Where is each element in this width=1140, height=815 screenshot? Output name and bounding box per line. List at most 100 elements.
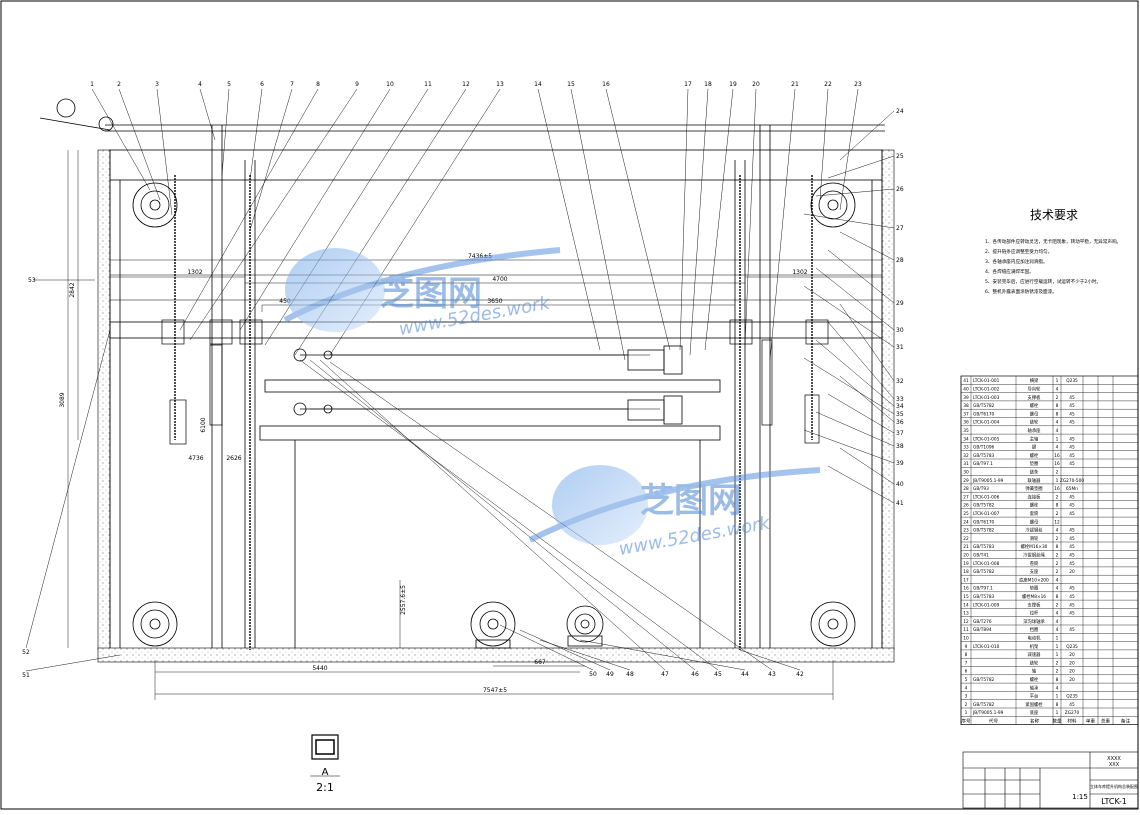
part-number: 4 [198, 81, 202, 88]
bom-cell: 2 [1056, 569, 1059, 575]
bom-cell: 16 [963, 586, 969, 592]
bom-cell: Q235 [1066, 644, 1078, 650]
part-number: 7 [290, 81, 294, 88]
part-number: 3 [155, 81, 159, 88]
bom-cell: 45 [1069, 445, 1075, 451]
part-number: 35 [896, 411, 904, 418]
bearing-brackets [161, 319, 829, 445]
bom-cell: 18 [963, 569, 969, 575]
bom-header-cell: 代号 [989, 717, 999, 724]
bom-cell: 垫圈 [1030, 460, 1039, 467]
bom-cell: 1 [1056, 636, 1059, 642]
bom-cell: 45 [1069, 536, 1075, 542]
part-number: 5 [227, 81, 231, 88]
part-number: 50 [589, 671, 597, 678]
bom-cell: 轴承 [1030, 684, 1039, 691]
bom-cell: 11 [963, 627, 969, 633]
bom-cell: 支撑板 [1028, 394, 1042, 401]
part-number: 23 [854, 81, 862, 88]
bom-cell: 45 [1069, 627, 1075, 633]
bom-cell: 4 [1056, 528, 1059, 534]
part-number: 17 [684, 81, 692, 88]
bom-cell: 螺栓 [1030, 676, 1039, 683]
bom-cell: 8 [1056, 403, 1059, 409]
lift-chains [174, 175, 813, 650]
svg-text:立体车库提升机构总装配图: 立体车库提升机构总装配图 [1090, 783, 1138, 789]
section-detail-a: A 2:1 [310, 734, 340, 794]
bom-header-cell: 总重 [1101, 717, 1111, 724]
bom-cell: 1 [965, 710, 968, 716]
bom-cell: 25 [963, 511, 969, 517]
part-number: 21 [791, 81, 799, 88]
bom-cell: 15 [963, 594, 969, 600]
bom-cell: 30 [963, 470, 969, 476]
bom-cell: 22 [963, 536, 969, 542]
part-number: 29 [896, 300, 904, 307]
bom-cell: GB/T5783 [973, 594, 995, 600]
tech-requirement-item: 6、整机外露表面涂防锈漆及面漆。 [985, 288, 1057, 295]
technical-requirements: 技术要求 1、各传动部件应转动灵活，无卡阻现象，转动平稳，无异常声响。2、提升链… [985, 208, 1121, 295]
bom-cell: GB/T97.1 [973, 586, 993, 592]
bom-cell: 8 [965, 652, 968, 658]
bom-cell: 65Mn [1066, 486, 1078, 492]
bom-cell: 19 [963, 561, 969, 567]
bom-cell: 套筒 [1030, 510, 1039, 517]
bom-cell: 45 [1069, 528, 1075, 534]
part-number: 39 [896, 460, 904, 467]
svg-text:技术要求: 技术要求 [1030, 208, 1078, 222]
bom-cell: 1 [1056, 652, 1059, 658]
bom-cell: 1 [1056, 694, 1059, 700]
bom-cell: 支座 [1030, 568, 1039, 575]
bom-cell: 23 [963, 528, 969, 534]
part-number: 30 [896, 327, 904, 334]
part-number: 26 [896, 186, 904, 193]
bom-cell: 45 [1069, 594, 1075, 600]
part-number: 24 [896, 108, 904, 115]
svg-text:XXX: XXX [1109, 762, 1120, 768]
bom-cell: 5 [965, 677, 968, 683]
bom-cell: 2 [1056, 669, 1059, 675]
sprocket-bottom-left [132, 601, 178, 647]
bom-cell: 4 [1056, 387, 1059, 393]
part-number: 2 [117, 81, 121, 88]
bom-cell: GB/T6170 [973, 519, 995, 525]
bom-cell: 45 [1069, 436, 1075, 442]
bom-cell: 1 [1056, 478, 1059, 484]
sprocket-top-right [810, 182, 856, 228]
svg-text:7436±5: 7436±5 [468, 253, 492, 260]
bom-cell: 45 [1069, 395, 1075, 401]
svg-text:4736: 4736 [188, 455, 203, 462]
svg-text:3089: 3089 [59, 392, 66, 407]
part-number: 12 [462, 81, 470, 88]
sprocket-bottom-right [810, 601, 856, 647]
svg-text:芝图网: 芝图网 [640, 481, 742, 521]
bom-cell: 38 [963, 403, 969, 409]
bom-cell: 螺母 [1030, 518, 1039, 525]
bom-cell: 滑轮 [1030, 535, 1039, 542]
bom-cell: LTCK-01-002 [973, 387, 1000, 393]
bom-cell: 主轴 [1030, 435, 1039, 442]
bom-cell: 45 [1069, 411, 1075, 417]
bom-cell: 21 [963, 544, 969, 550]
part-number: 9 [355, 81, 359, 88]
bom-cell: 31 [963, 461, 969, 467]
bom-cell: 2 [1056, 470, 1059, 476]
bom-cell: 拉杆 [1030, 610, 1039, 617]
motor-lower [293, 395, 683, 425]
bom-cell: LTCK-01-005 [973, 436, 1000, 442]
part-number: 43 [768, 671, 776, 678]
bom-cell: 45 [1069, 611, 1075, 617]
bom-cell: 45 [1069, 511, 1075, 517]
part-number: 6 [260, 81, 264, 88]
